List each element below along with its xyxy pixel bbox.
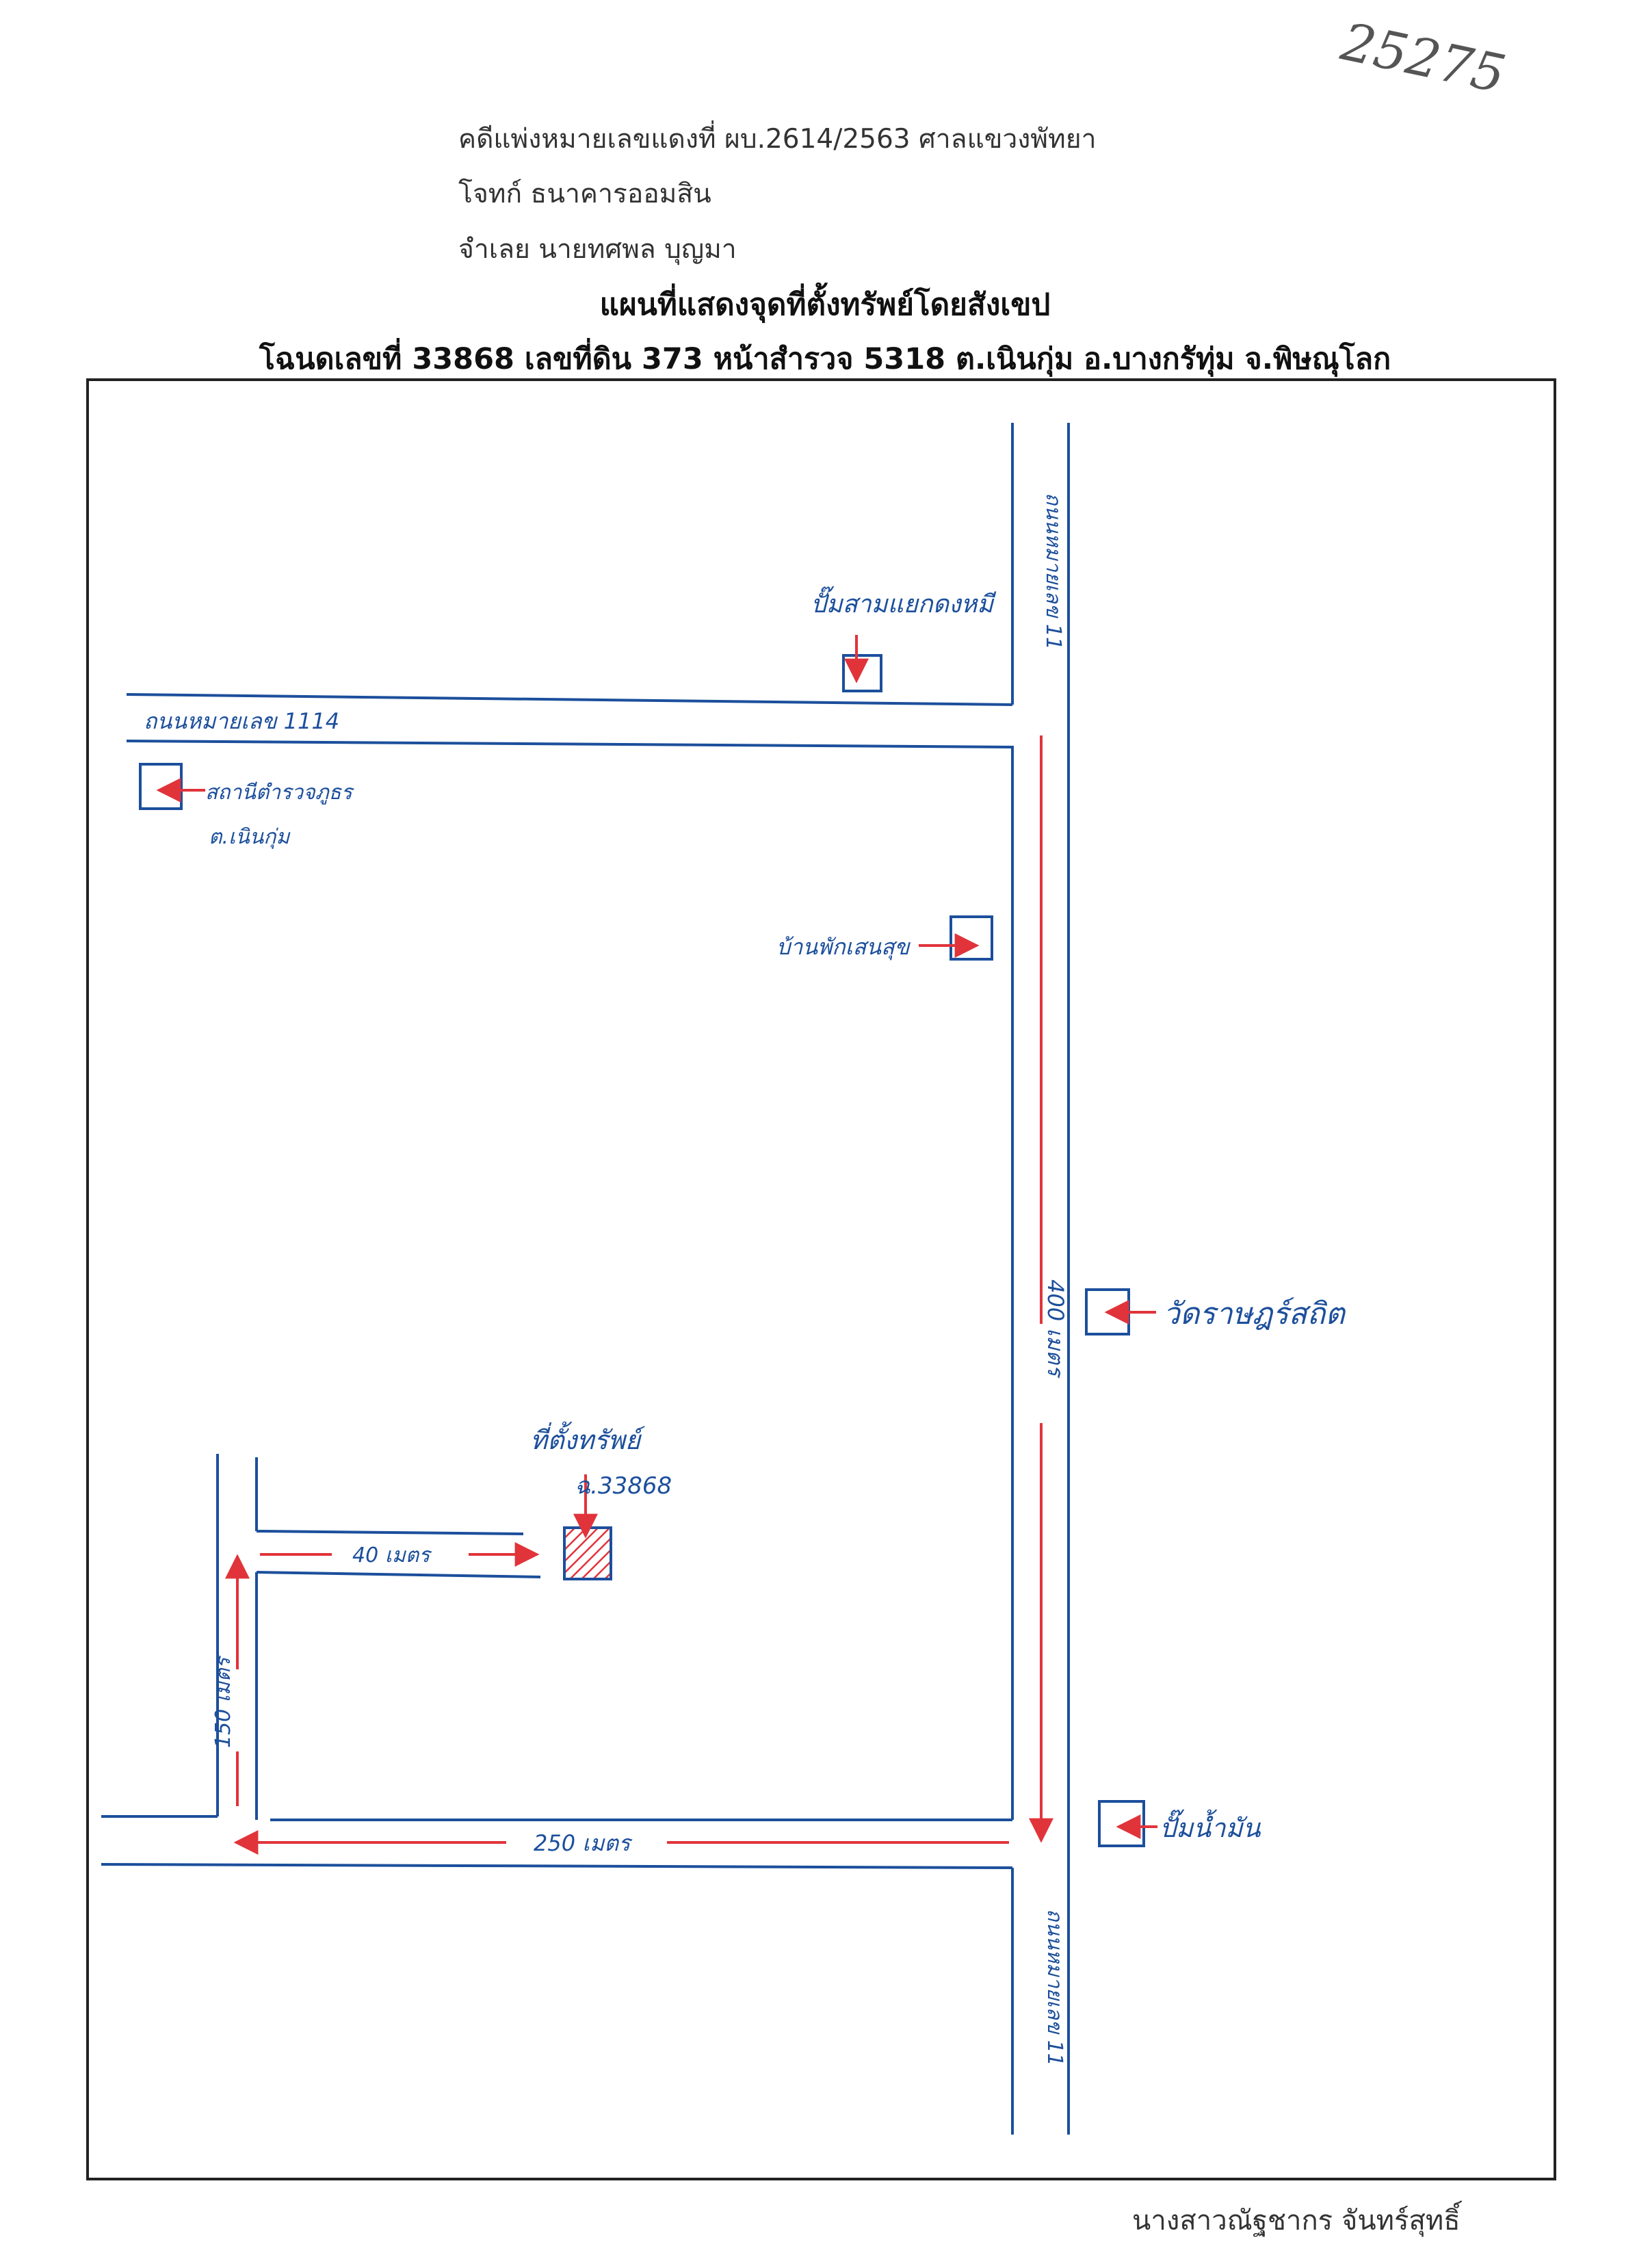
label-property-deed: ฉ.33868: [575, 1472, 672, 1500]
label-hwy-11-top: ถนนหมายเลข 11: [1041, 493, 1065, 650]
dimension-400m: 400 เมตร: [1043, 1279, 1069, 1379]
road-1114: [126, 693, 1013, 748]
dimension-lines: [225, 735, 1053, 1855]
deed-line: โฉนดเลขที่ 33868 เลขที่ดิน 373 หน้าสำรวจ…: [259, 342, 1391, 376]
plaintiff-line: โจทก์ ธนาคารออมสิน: [458, 179, 711, 209]
hwy-11-road: [1011, 423, 1070, 2135]
pointer-arrows: [156, 635, 1157, 1839]
signature-name: นางสาวณัฐชากร จันทร์สุทธิ์: [1132, 2205, 1461, 2237]
resort-box: [950, 915, 993, 961]
label-road-1114: ถนนหมายเลข 1114: [144, 708, 339, 734]
dimension-150m: 150 เมตร: [211, 1655, 235, 1748]
dimension-40m: 40 เมตร: [352, 1543, 432, 1567]
label-property: ที่ตั้งทรัพย์: [530, 1421, 646, 1455]
dimension-250m: 250 เมตร: [534, 1830, 633, 1856]
property-parcel: [563, 1526, 612, 1580]
defendant-line: จำเลย นายทศพล บุญมา: [458, 234, 737, 265]
map-frame: [86, 378, 1556, 2180]
label-police-station-sub: ต.เนินกุ่ม: [209, 825, 291, 849]
label-police-station: สถานีตำรวจภูธร: [205, 781, 355, 805]
map-title: แผนที่แสดงจุดที่ตั้งทรัพย์โดยสังเขป: [599, 287, 1051, 322]
label-resort: บ้านพักเสนสุข: [776, 934, 911, 961]
lower-road: [101, 1815, 1013, 1869]
side-road: [216, 1454, 258, 1820]
label-temple: วัดราษฎร์สถิต: [1163, 1296, 1346, 1331]
label-gas-station: ปั๊มน้ำมัน: [1160, 1809, 1261, 1843]
gas-station-box: [1098, 1800, 1145, 1847]
police-station-box: [139, 763, 183, 810]
case-number-line: คดีแพ่งหมายเลขแดงที่ ผบ.2614/2563 ศาลแขว…: [458, 124, 1097, 155]
label-gas-station-junction: ปั๊มสามแยกดงหมี: [811, 586, 997, 618]
access-road: [256, 1530, 541, 1578]
label-hwy-11-bottom: ถนนหมายเลข 11: [1043, 1909, 1066, 2066]
gas-station-junction-box: [842, 654, 882, 692]
